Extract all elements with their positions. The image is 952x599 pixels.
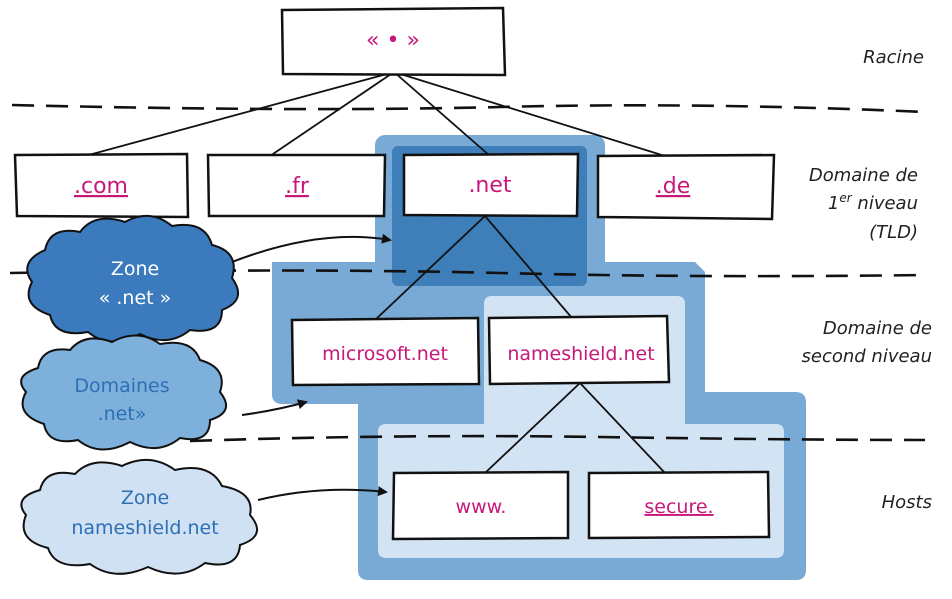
edge-root-com — [84, 71, 395, 157]
cloud-zone-nameshield-shape — [20, 459, 259, 575]
node-nameshield-net: nameshield.net — [487, 314, 671, 386]
node-tld-de: .de — [596, 153, 776, 221]
node-tld-fr: .fr — [206, 153, 387, 218]
cloud-zone-nameshield-line2: nameshield.net — [71, 517, 218, 539]
node-host-www-label: www. — [456, 496, 507, 518]
edge-net-nameshield — [484, 215, 573, 319]
separator-root — [11, 103, 926, 114]
edge-nameshield-www — [484, 382, 581, 474]
level-label-second-line1: Domaine de — [823, 318, 932, 339]
cloud-zone-net: Zone « .net » — [26, 215, 240, 343]
node-tld-net-label: .net — [468, 173, 511, 198]
cloud-zone-nameshield-line1: Zone — [121, 487, 169, 509]
node-microsoft-net: microsoft.net — [290, 316, 481, 387]
separator-second-level — [189, 434, 926, 443]
cloud-zone-net-line1: Zone — [111, 258, 159, 280]
cloud-zone-nameshield: Zone nameshield.net — [20, 459, 259, 575]
cloud-domaines-net-line2: .net» — [98, 403, 147, 425]
arrow-domaines-net — [241, 399, 308, 416]
node-tld-com-label: .com — [74, 174, 128, 199]
cloud-domaines-net: Domaines .net» — [20, 334, 228, 451]
level-label-second-line2: second niveau — [802, 346, 933, 367]
node-root: « • » — [280, 6, 507, 77]
level-label-root: Racine — [863, 47, 924, 68]
edge-root-net — [393, 71, 491, 157]
level-label-hosts: Hosts — [882, 492, 932, 513]
cloud-zone-net-line2: « .net » — [99, 287, 172, 309]
level-label-tld-line3: (TLD) — [869, 222, 918, 243]
cloud-domaines-net-shape — [20, 334, 228, 451]
node-host-secure-label: secure. — [644, 496, 713, 518]
separator-tld — [9, 269, 926, 278]
node-root-label: « • » — [366, 28, 420, 53]
node-microsoft-net-label: microsoft.net — [322, 343, 448, 365]
node-tld-fr-label: .fr — [285, 174, 310, 199]
edge-root-de — [393, 71, 666, 157]
node-host-secure: secure. — [587, 470, 771, 540]
node-tld-de-label: .de — [656, 174, 691, 199]
level-label-tld-line2: 1er niveau — [828, 191, 918, 214]
node-host-www: www. — [391, 470, 570, 541]
node-tld-com: .com — [13, 152, 190, 219]
arrow-zone-net — [231, 233, 392, 263]
arrow-zone-nameshield — [257, 486, 388, 501]
cloud-domaines-net-line1: Domaines — [74, 375, 169, 397]
edge-net-microsoft — [374, 215, 486, 321]
node-nameshield-net-label: nameshield.net — [507, 343, 654, 365]
level-label-tld-line1: Domaine de — [809, 165, 918, 186]
cloud-zone-net-shape — [26, 215, 240, 343]
node-tld-net: .net — [402, 152, 580, 218]
edge-nameshield-secure — [579, 382, 666, 474]
edge-root-fr — [269, 71, 395, 157]
